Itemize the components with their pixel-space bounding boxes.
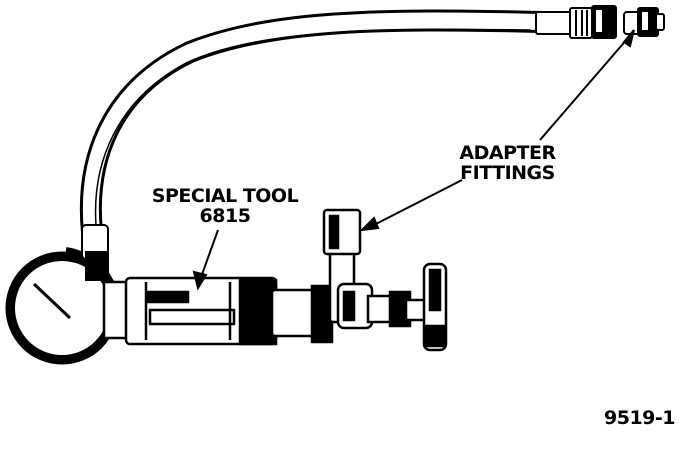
figure-number: 9519-1	[604, 407, 676, 429]
hose-end-fittings	[535, 5, 617, 39]
special-tool-label-line2: 6815	[199, 205, 251, 227]
hose-collar	[81, 224, 109, 281]
special-tool-label-line1: SPECIAL TOOL	[151, 185, 299, 207]
adapter-fitting-top	[623, 7, 665, 37]
leader-arrows	[192, 29, 635, 291]
adapter-fittings-label-line2: FITTINGS	[460, 162, 555, 184]
hose	[79, 9, 551, 243]
tool-body	[102, 276, 334, 346]
valve-handle	[404, 262, 448, 352]
adapter-fittings-label-line1: ADAPTER	[459, 142, 556, 164]
adapter-fittings-label: ADAPTER FITTINGS	[455, 143, 560, 183]
special-tool-label: SPECIAL TOOL 6815	[150, 186, 300, 226]
